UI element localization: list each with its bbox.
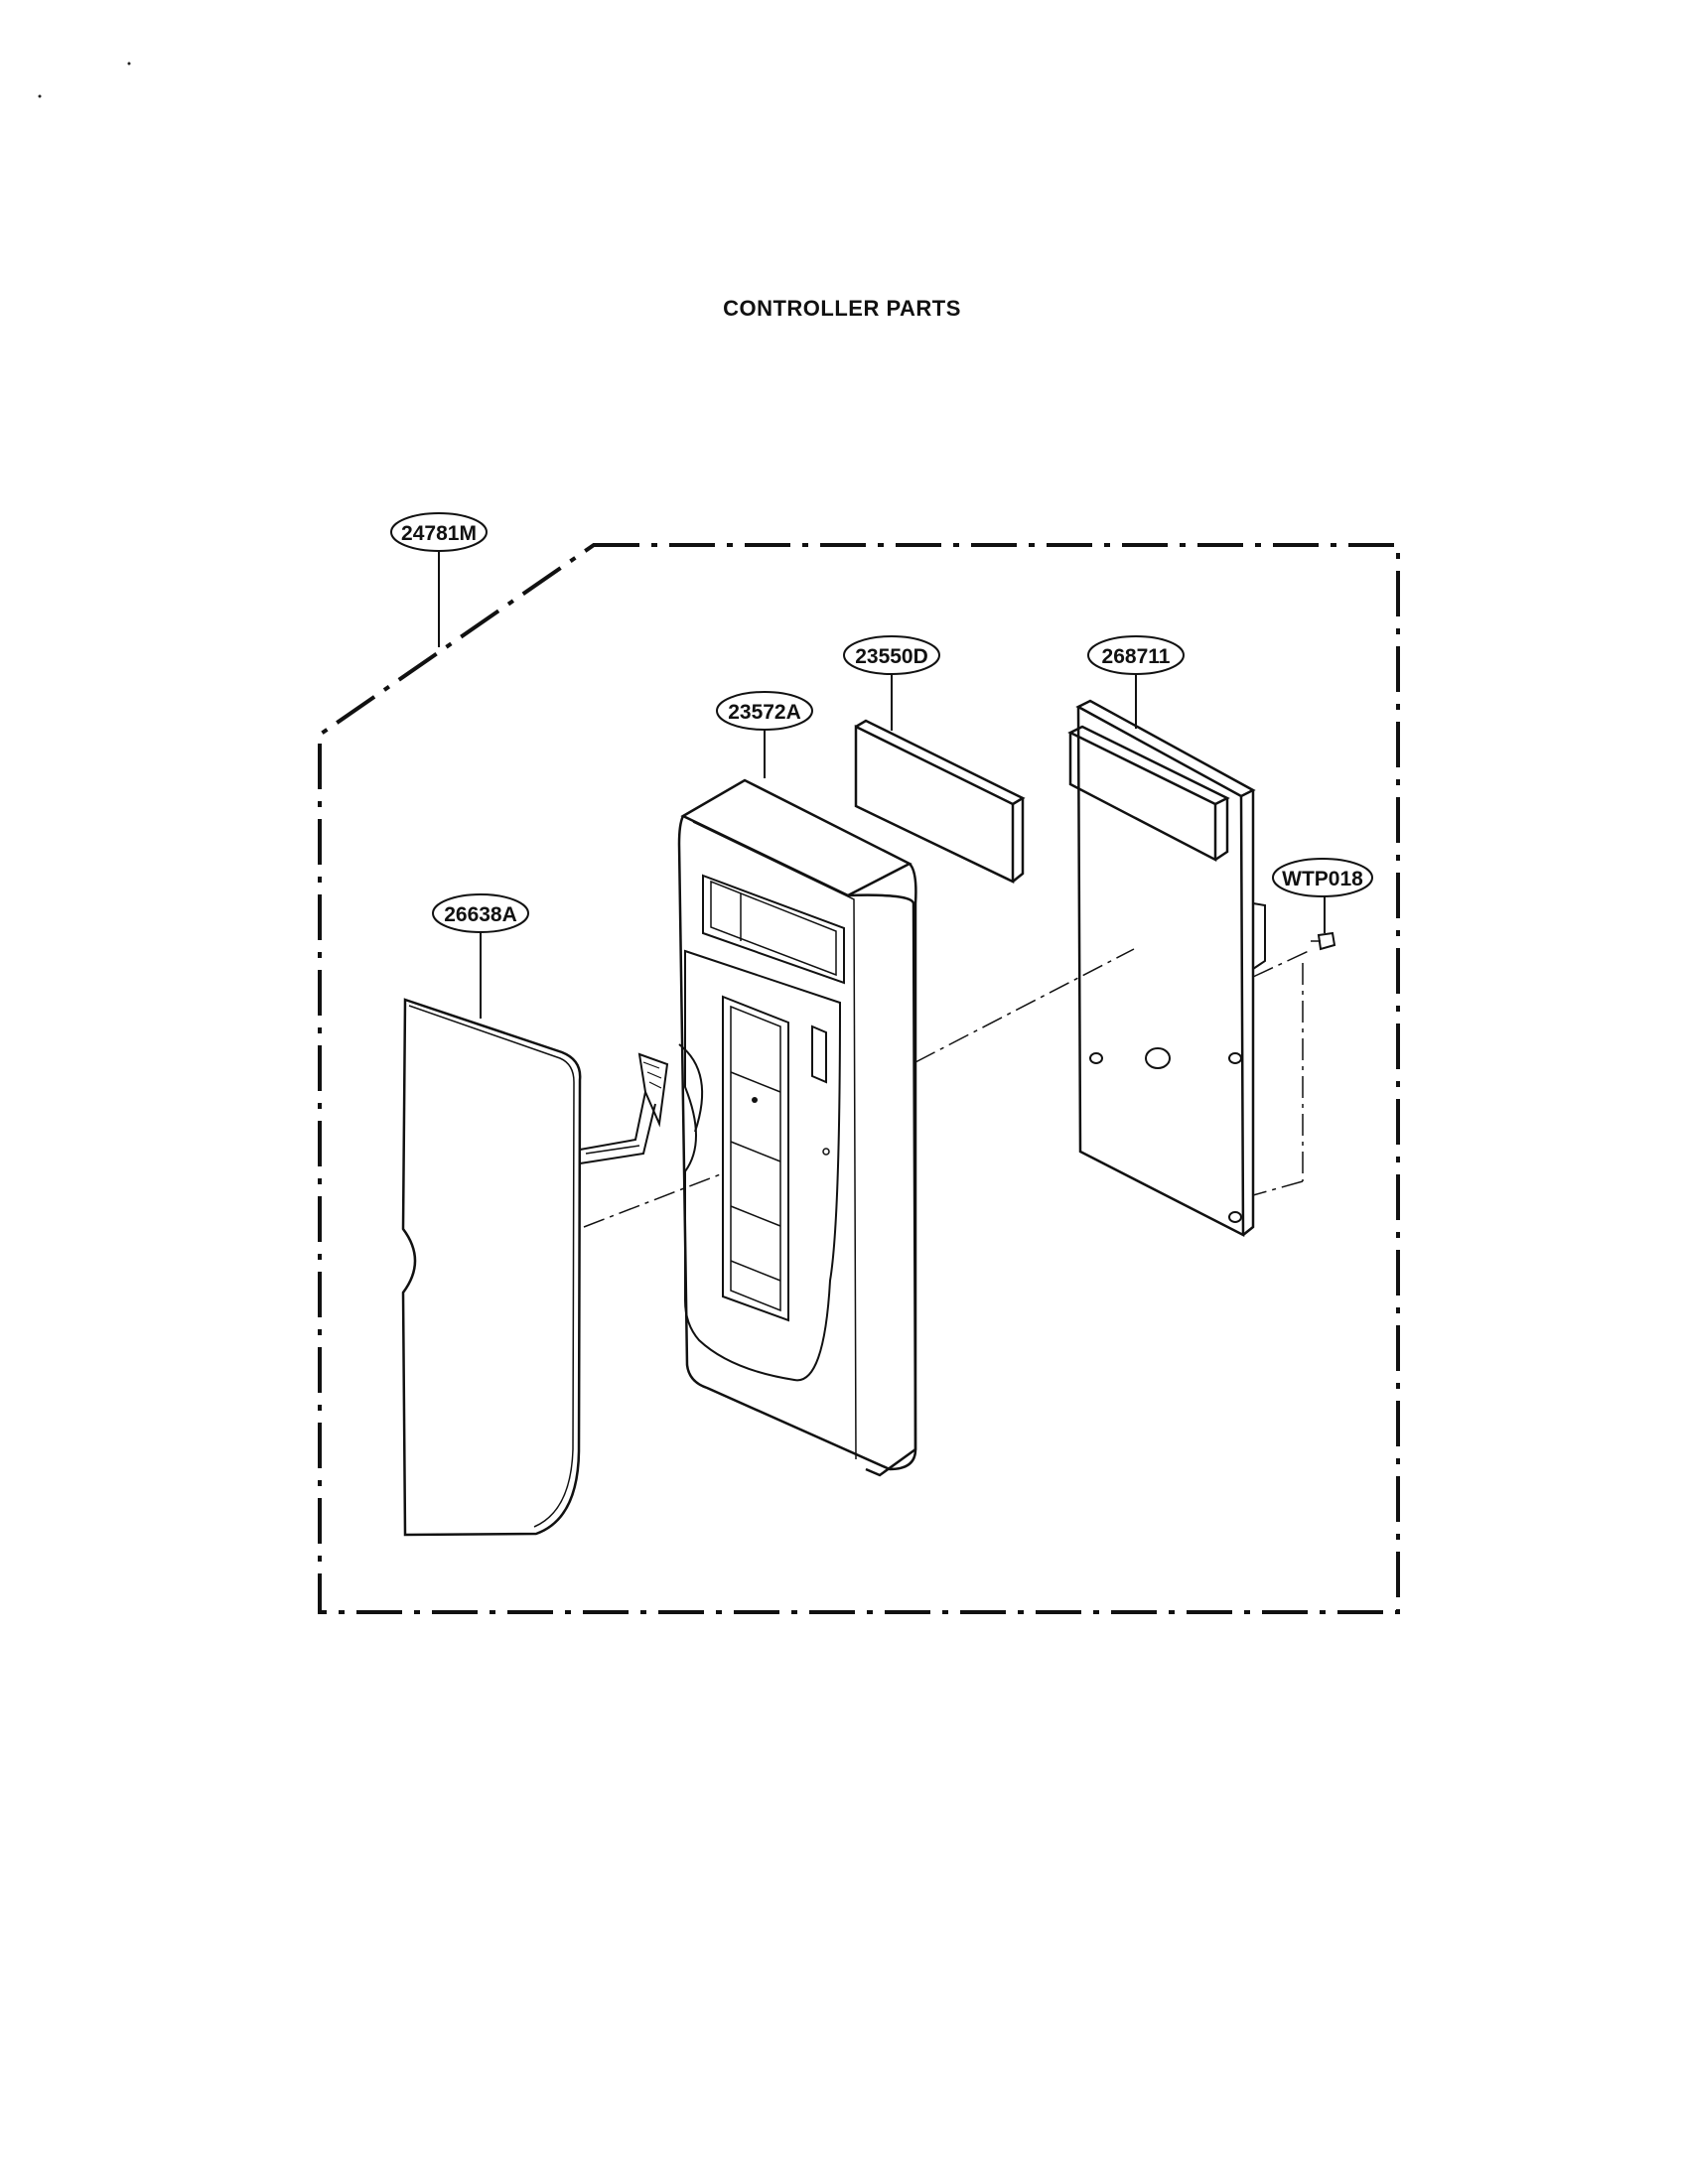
assembly-guide-lines (583, 948, 1310, 1228)
callout-label: 23572A (728, 701, 801, 724)
callout-268711: 268711 (1087, 635, 1185, 675)
callout-leaders (438, 552, 1326, 1019)
callout-wtp018: WTP018 (1272, 858, 1373, 897)
page-title: CONTROLLER PARTS (723, 296, 961, 321)
display-window-block (854, 719, 1026, 884)
membrane-sheet (401, 998, 669, 1537)
callout-23550d: 23550D (843, 635, 940, 675)
callout-label: WTP018 (1282, 868, 1363, 890)
callout-23572a: 23572A (716, 691, 813, 731)
callout-label: 23550D (855, 645, 928, 668)
callout-label: 24781M (401, 522, 477, 545)
callout-24781m: 24781M (390, 512, 488, 552)
pcb-board (1067, 699, 1266, 1238)
screw-part (1311, 931, 1336, 951)
callout-label: 26638A (444, 903, 517, 926)
assembly-boundary (318, 543, 1400, 1614)
callout-26638a: 26638A (432, 893, 529, 933)
callout-label: 268711 (1102, 645, 1171, 668)
control-panel-frame (677, 778, 917, 1477)
